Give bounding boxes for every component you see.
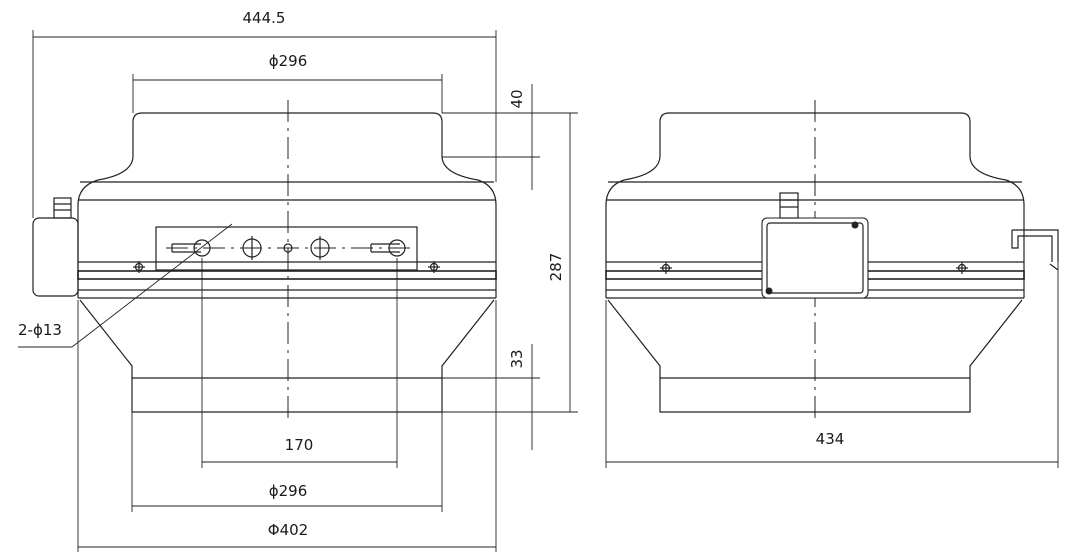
dimension-side-width: 434 — [605, 262, 1059, 468]
side-screw-marks — [660, 262, 968, 274]
dim-label-top-flange: 40 — [508, 89, 526, 108]
slot-hole-left — [193, 239, 211, 257]
dimension-height: 287 — [540, 112, 578, 413]
dimension-inlet-bottom: ϕ296 — [131, 412, 443, 512]
dim-label-total-width: 444.5 — [243, 9, 286, 27]
dimension-inlet-top: ϕ296 — [132, 52, 443, 113]
dim-label-bottom-flange: 33 — [508, 349, 526, 368]
dim-label-inlet-top: ϕ296 — [269, 52, 308, 70]
dim-label-outer-diameter: Φ402 — [268, 521, 308, 539]
terminal-box — [32, 197, 79, 297]
hole-callout-label: 2-ϕ13 — [18, 321, 62, 339]
dimension-top-flange: 40 — [442, 84, 540, 190]
screw-marks — [133, 261, 440, 273]
hole-callout: 2-ϕ13 — [18, 223, 233, 348]
mounting-bracket — [155, 226, 418, 271]
dim-label-slot-spacing: 170 — [285, 436, 314, 454]
dimension-slot-spacing: 170 — [201, 258, 398, 468]
front-view: 444.5 ϕ296 170 ϕ296 Φ402 — [18, 9, 578, 552]
dimension-outer-diameter: Φ402 — [77, 300, 497, 552]
dim-label-inlet-bottom: ϕ296 — [269, 482, 308, 500]
side-view: 434 — [605, 100, 1059, 468]
slot-hole-right — [388, 239, 406, 257]
dim-label-side-width: 434 — [816, 430, 845, 448]
dim-label-height: 287 — [547, 253, 565, 282]
side-bracket — [1011, 229, 1059, 271]
junction-box — [761, 192, 869, 299]
front-housing — [77, 112, 497, 413]
dimension-bottom-flange: 33 — [442, 344, 540, 450]
